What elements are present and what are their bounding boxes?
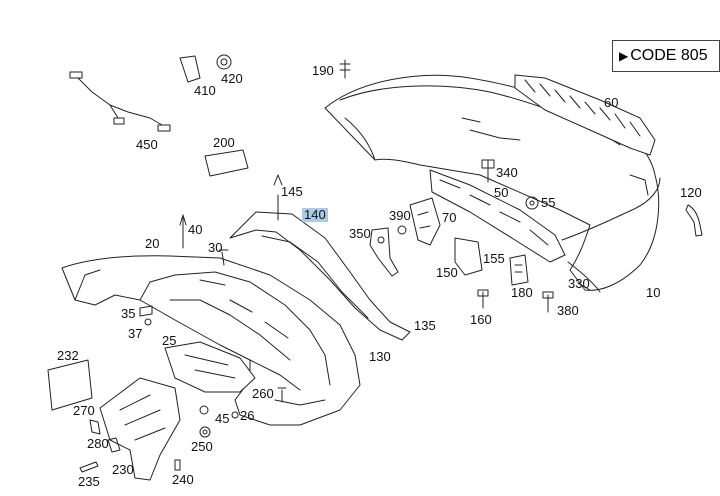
part-label-235[interactable]: 235 <box>78 474 100 489</box>
part-label-410[interactable]: 410 <box>194 83 216 98</box>
part-label-350[interactable]: 350 <box>349 226 371 241</box>
part-label-10[interactable]: 10 <box>646 285 661 300</box>
part-label-270[interactable]: 270 <box>73 403 95 418</box>
code-label: CODE 805 <box>630 47 708 64</box>
part-label-380[interactable]: 380 <box>557 303 579 318</box>
part-label-40[interactable]: 40 <box>188 222 203 237</box>
part-label-135[interactable]: 135 <box>414 318 436 333</box>
part-label-120[interactable]: 120 <box>680 185 702 200</box>
mounting-brackets <box>454 237 529 286</box>
part-label-37[interactable]: 37 <box>128 326 143 341</box>
part-label-240[interactable]: 240 <box>172 472 194 487</box>
part-label-130[interactable]: 130 <box>369 349 391 364</box>
plate-232 <box>47 359 93 411</box>
arrow-40 <box>179 214 187 249</box>
part-label-50[interactable]: 50 <box>494 185 509 200</box>
part-label-140[interactable]: 140 <box>302 207 328 222</box>
impact-beam <box>409 169 566 263</box>
fasteners <box>339 59 591 313</box>
part-label-25[interactable]: 25 <box>162 333 177 348</box>
part-label-390[interactable]: 390 <box>389 208 411 223</box>
part-label-450[interactable]: 450 <box>136 137 158 152</box>
sensor-plate-200 <box>204 149 249 177</box>
side-trim-120 <box>685 204 703 237</box>
part-label-260[interactable]: 260 <box>252 386 274 401</box>
connector-410 <box>179 54 232 83</box>
part-label-70[interactable]: 70 <box>442 210 457 225</box>
right-arrow-icon: ▶ <box>619 49 629 63</box>
part-label-230[interactable]: 230 <box>112 462 134 477</box>
part-label-200[interactable]: 200 <box>213 135 235 150</box>
part-label-340[interactable]: 340 <box>496 165 518 180</box>
bumper-cover <box>61 255 361 426</box>
part-label-420[interactable]: 420 <box>221 71 243 86</box>
small-fasteners <box>79 305 287 473</box>
part-label-190[interactable]: 190 <box>312 63 334 78</box>
part-label-280[interactable]: 280 <box>87 436 109 451</box>
part-label-155[interactable]: 155 <box>483 251 505 266</box>
undertray <box>164 341 256 393</box>
part-label-232[interactable]: 232 <box>57 348 79 363</box>
part-label-35[interactable]: 35 <box>121 306 136 321</box>
part-label-150[interactable]: 150 <box>436 265 458 280</box>
trim-strip <box>514 74 656 156</box>
lower-bracket <box>89 377 181 481</box>
part-label-55[interactable]: 55 <box>541 195 556 210</box>
part-label-30[interactable]: 30 <box>208 240 223 255</box>
wiring-harness-450 <box>69 71 171 132</box>
part-label-26[interactable]: 26 <box>240 408 255 423</box>
part-label-180[interactable]: 180 <box>511 285 533 300</box>
side-bracket-350 <box>369 227 399 277</box>
part-label-60[interactable]: 60 <box>604 95 619 110</box>
bumper-upper-strip <box>229 174 411 341</box>
code-805-box: ▶ CODE 805 <box>612 40 720 72</box>
part-label-250[interactable]: 250 <box>191 439 213 454</box>
part-label-145[interactable]: 145 <box>281 184 303 199</box>
part-label-330[interactable]: 330 <box>568 276 590 291</box>
part-label-45[interactable]: 45 <box>215 411 230 426</box>
part-label-20[interactable]: 20 <box>145 236 160 251</box>
bolt-30 <box>218 249 229 266</box>
part-label-160[interactable]: 160 <box>470 312 492 327</box>
